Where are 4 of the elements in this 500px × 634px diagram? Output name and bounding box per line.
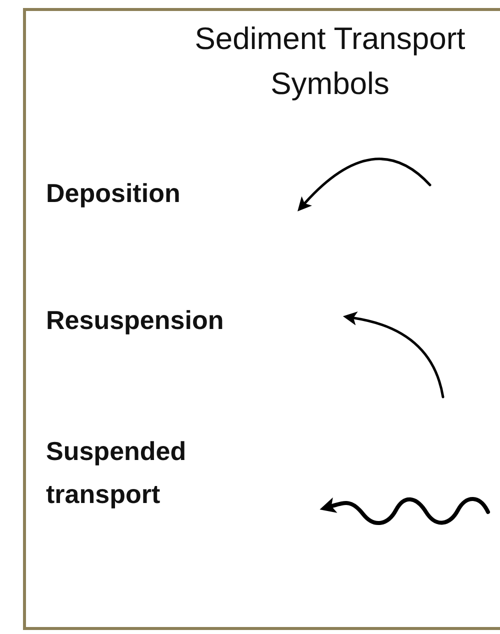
title: Sediment Transport Symbols — [194, 20, 466, 103]
symbol-label: Deposition — [46, 177, 182, 210]
symbol-label: Resuspension — [46, 304, 225, 337]
symbol-label: Suspended transport — [46, 435, 188, 511]
